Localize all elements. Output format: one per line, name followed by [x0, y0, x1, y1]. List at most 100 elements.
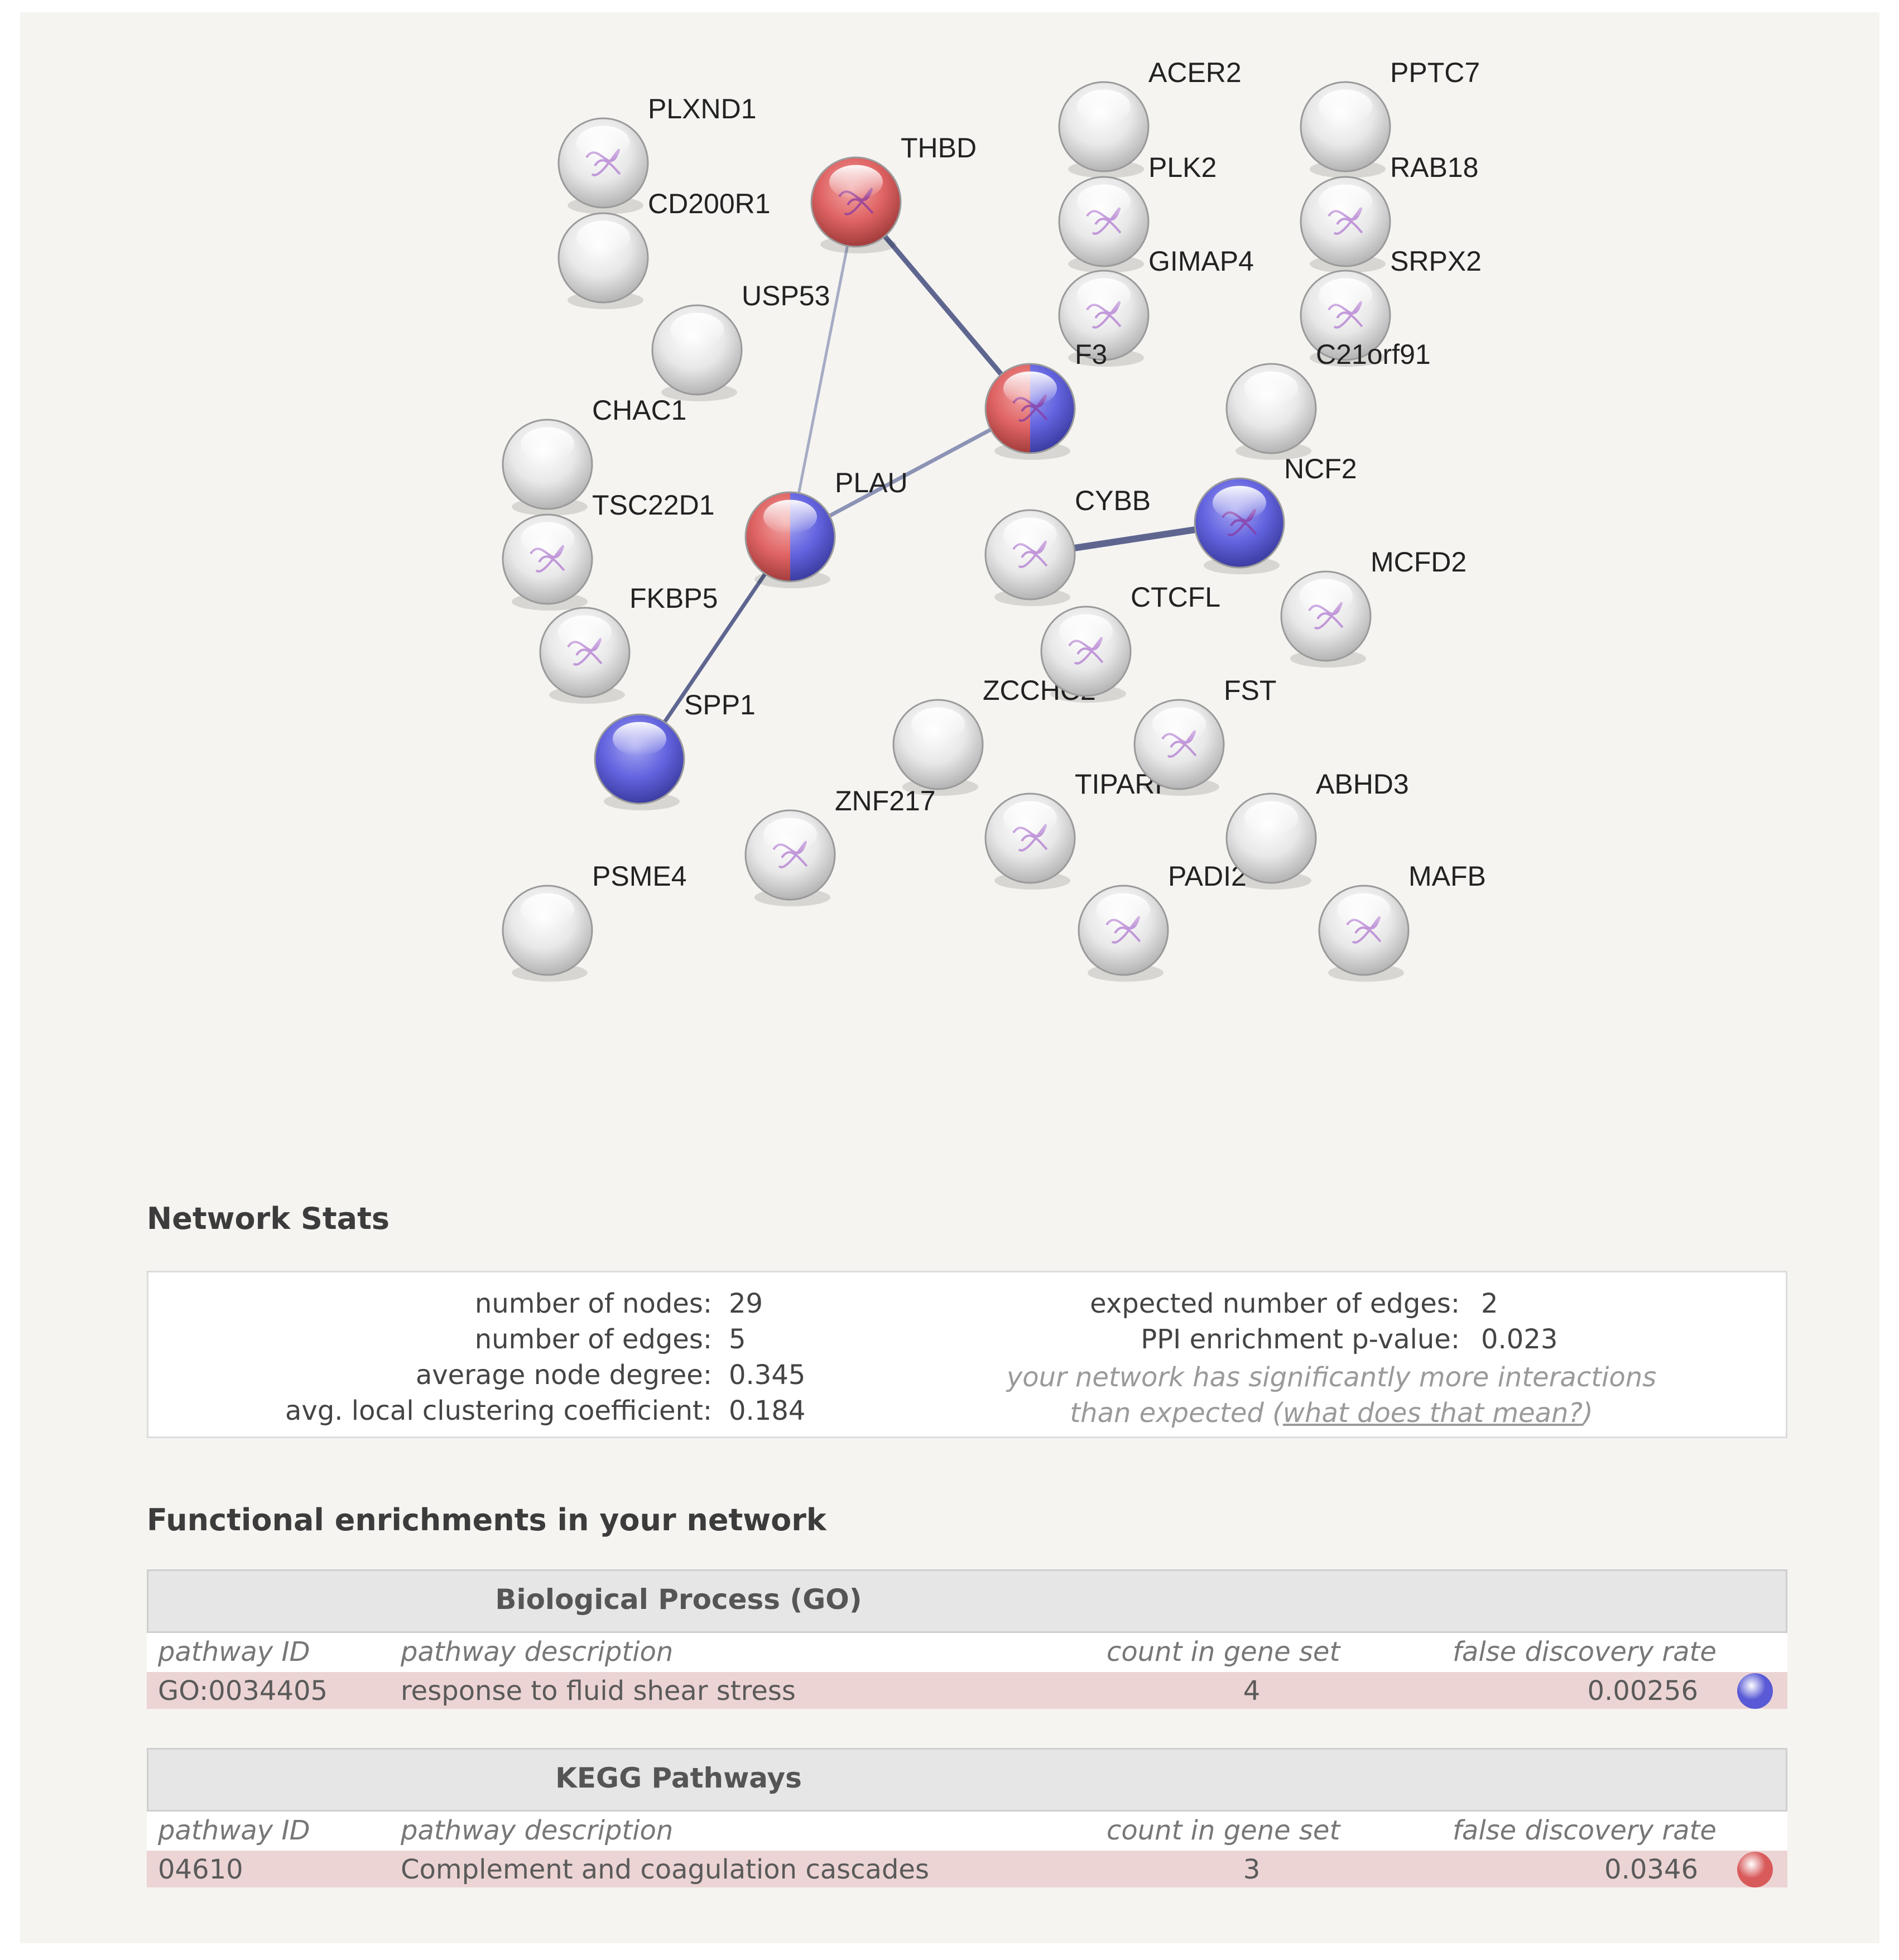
stat-value: 2: [1481, 1288, 1498, 1319]
node-chac1[interactable]: CHAC1: [502, 395, 686, 516]
node-label: NCF2: [1284, 453, 1357, 484]
stat-label: number of nodes:: [474, 1288, 712, 1319]
node-srpx2[interactable]: SRPX2: [1300, 246, 1482, 367]
node-label: PLXND1: [648, 93, 757, 124]
node-spp1[interactable]: SPP1: [594, 689, 756, 810]
node-cybb[interactable]: CYBB: [984, 485, 1151, 606]
node-rab18[interactable]: RAB18: [1300, 152, 1478, 273]
col-pathway-description: pathway description: [401, 1636, 674, 1668]
node-abhd3[interactable]: ABHD3: [1225, 768, 1409, 890]
node-label: ZNF217: [835, 785, 936, 816]
stat-value: 29: [729, 1288, 763, 1319]
node-label: PPTC7: [1390, 57, 1480, 88]
node-padi2[interactable]: PADI2: [1078, 861, 1247, 982]
node-label: CHAC1: [592, 395, 686, 426]
node-label: CD200R1: [648, 188, 771, 219]
node-label: ACER2: [1148, 57, 1242, 88]
stat-value: 0.345: [729, 1359, 806, 1391]
section-header-go[interactable]: Biological Process (GO): [147, 1569, 1787, 1633]
false-discovery-rate: 0.0346: [1604, 1854, 1698, 1885]
node-cd200r1[interactable]: CD200R1: [557, 188, 771, 309]
section-header-kegg[interactable]: KEGG Pathways: [147, 1748, 1787, 1812]
stat-label: expected number of edges:: [1090, 1288, 1460, 1319]
pathway-id: GO:0034405: [158, 1675, 328, 1707]
stat-ppi-pvalue: PPI enrichment p-value: 0.023: [148, 1324, 1557, 1359]
what-does-that-mean-link[interactable]: what does that mean?: [1282, 1397, 1583, 1429]
node-zcchc2[interactable]: ZCCHC2: [892, 675, 1096, 796]
node-fkbp5[interactable]: FKBP5: [539, 583, 718, 704]
node-label: RAB18: [1390, 152, 1478, 183]
node-label: PSME4: [592, 861, 687, 892]
node-label: FST: [1224, 675, 1276, 706]
node-label: FKBP5: [629, 583, 718, 614]
node-znf217[interactable]: ZNF217: [744, 785, 936, 906]
node-fst[interactable]: FST: [1133, 675, 1276, 796]
node-label: PADI2: [1168, 861, 1247, 892]
stat-clustering: avg. local clustering coefficient: 0.184: [148, 1395, 805, 1431]
node-c21orf91[interactable]: C21orf91: [1225, 339, 1431, 460]
network-graph[interactable]: PLXND1CD200R1THBDUSP53CHAC1TSC22D1FKBP5P…: [20, 12, 1879, 1073]
node-mafb[interactable]: MAFB: [1318, 861, 1486, 982]
stat-label: average node degree:: [415, 1359, 712, 1391]
node-thbd[interactable]: THBD: [810, 132, 977, 253]
stat-avg-degree: average node degree: 0.345: [148, 1359, 806, 1395]
pathway-description: Complement and coagulation cascades: [401, 1854, 929, 1885]
false-discovery-rate: 0.00256: [1587, 1675, 1699, 1707]
node-label: PLK2: [1148, 152, 1217, 183]
node-tsc22d1[interactable]: TSC22D1: [502, 489, 715, 611]
stat-expected-edges: expected number of edges: 2: [148, 1288, 1498, 1324]
node-plk2[interactable]: PLK2: [1058, 152, 1217, 273]
enrichment-note-line1: your network has significantly more inte…: [1006, 1362, 1657, 1393]
node-f3[interactable]: F3: [984, 339, 1107, 460]
enrichment-note: your network has significantly more inte…: [985, 1359, 1677, 1431]
node-acer2[interactable]: ACER2: [1058, 57, 1242, 178]
enrichments-heading: Functional enrichments in your network: [147, 1502, 826, 1538]
col-pathway-description: pathway description: [401, 1815, 674, 1846]
node-label: MAFB: [1408, 861, 1486, 892]
node-ncf2[interactable]: NCF2: [1194, 453, 1357, 574]
node-label: PLAU: [835, 467, 908, 498]
node-plau[interactable]: PLAU: [744, 467, 908, 588]
node-ctcfl[interactable]: CTCFL: [1040, 582, 1220, 703]
network-stats-heading: Network Stats: [147, 1201, 390, 1236]
node-label: CTCFL: [1131, 582, 1220, 613]
column-headers: pathway ID pathway description count in …: [147, 1812, 1787, 1851]
color-toggle-button[interactable]: [1737, 1852, 1773, 1887]
node-pptc7[interactable]: PPTC7: [1300, 57, 1480, 178]
section-title: KEGG Pathways: [555, 1762, 802, 1794]
node-label: USP53: [742, 280, 830, 311]
node-mcfd2[interactable]: MCFD2: [1280, 546, 1467, 667]
stat-edges: number of edges: 5: [148, 1324, 746, 1359]
node-label: TSC22D1: [592, 489, 715, 521]
node-plxnd1[interactable]: PLXND1: [557, 93, 757, 214]
network-stats-box: number of nodes: 29 number of edges: 5 a…: [147, 1271, 1787, 1438]
color-toggle-button[interactable]: [1737, 1673, 1773, 1709]
pathway-description: response to fluid shear stress: [401, 1675, 796, 1707]
edge-thbd-plau[interactable]: [789, 200, 858, 539]
node-label: SPP1: [684, 689, 756, 720]
col-fdr: false discovery rate: [1453, 1815, 1717, 1846]
node-label: ABHD3: [1316, 768, 1409, 800]
enrichment-note-line2: than expected (what does that mean?): [985, 1395, 1677, 1431]
node-label: CYBB: [1075, 485, 1151, 516]
node-psme4[interactable]: PSME4: [502, 861, 687, 982]
col-count: count in gene set: [1107, 1636, 1340, 1668]
stat-label: PPI enrichment p-value:: [1141, 1324, 1460, 1355]
column-headers: pathway ID pathway description count in …: [147, 1633, 1787, 1672]
stat-value: 0.184: [729, 1395, 806, 1426]
node-label: THBD: [901, 132, 977, 164]
node-label: GIMAP4: [1148, 246, 1254, 277]
table-row[interactable]: GO:0034405 response to fluid shear stres…: [147, 1672, 1787, 1709]
note-prefix: than expected (: [1070, 1397, 1283, 1429]
table-row[interactable]: 04610 Complement and coagulation cascade…: [147, 1851, 1787, 1887]
count-in-gene-set: 4: [1243, 1675, 1261, 1707]
stat-nodes: number of nodes: 29: [148, 1288, 763, 1324]
node-usp53[interactable]: USP53: [651, 280, 830, 401]
stat-value: 5: [729, 1324, 746, 1355]
node-label: F3: [1075, 339, 1107, 370]
note-suffix: ): [1582, 1397, 1593, 1429]
count-in-gene-set: 3: [1243, 1854, 1261, 1885]
col-pathway-id: pathway ID: [158, 1636, 310, 1668]
node-gimap4[interactable]: GIMAP4: [1058, 246, 1254, 367]
